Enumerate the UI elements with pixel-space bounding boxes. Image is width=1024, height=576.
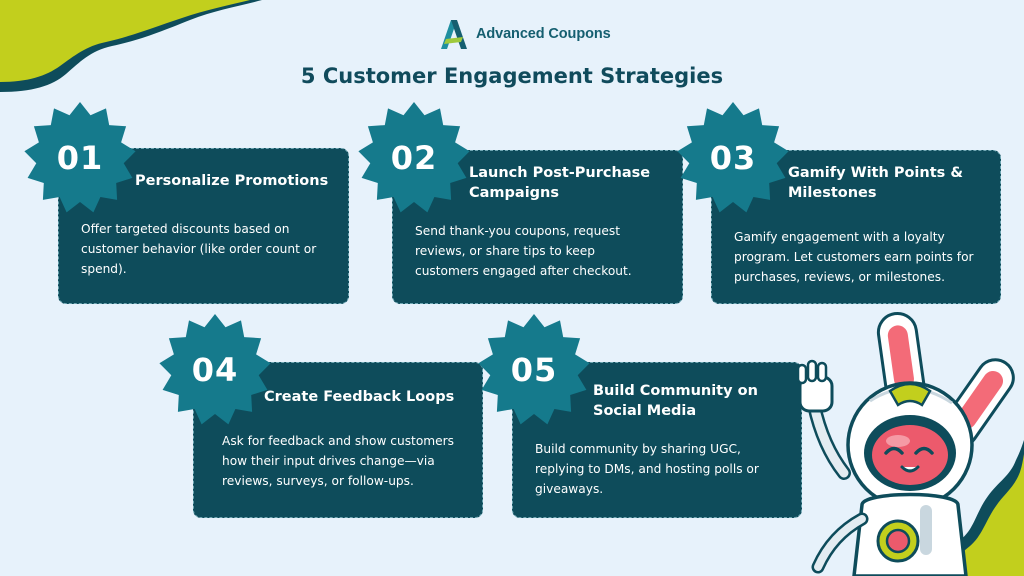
strategy-number: 03 — [709, 139, 757, 177]
strategy-badge-2: 02 — [356, 100, 472, 216]
strategy-card-3: Gamify With Points & Milestones Gamify e… — [711, 150, 1001, 304]
strategy-badge-1: 01 — [22, 100, 138, 216]
bottom-right-blob — [930, 440, 1024, 576]
strategy-card-1: Personalize Promotions Offer targeted di… — [58, 148, 349, 304]
strategy-number: 05 — [510, 351, 558, 389]
page-title: 5 Customer Engagement Strategies — [300, 64, 724, 88]
strategy-title: Launch Post-Purchase Campaigns — [469, 165, 651, 201]
logo-icon — [441, 20, 467, 49]
strategy-badge-3: 03 — [675, 100, 791, 216]
strategy-badge-4: 04 — [157, 312, 273, 428]
strategy-description: Build community by sharing UGC, replying… — [535, 442, 759, 496]
brand-logo: Advanced Coupons — [436, 17, 611, 51]
strategy-title: Gamify With Points & Milestones — [788, 165, 963, 201]
strategy-number: 02 — [390, 139, 438, 177]
strategy-description: Offer targeted discounts based on custom… — [81, 222, 317, 276]
starburst-badge-icon — [478, 314, 590, 425]
strategy-description: Ask for feedback and show customers how … — [222, 434, 455, 488]
starburst-badge-icon — [677, 102, 789, 213]
strategy-title: Create Feedback Loops — [264, 389, 455, 405]
robot-bunny-mascot-icon — [796, 311, 1015, 576]
starburst-badge-icon — [159, 314, 271, 425]
starburst-badge-icon — [24, 102, 136, 213]
top-left-blob — [0, 0, 262, 92]
strategy-description: Send thank-you coupons, request reviews,… — [415, 224, 632, 278]
strategy-description: Gamify engagement with a loyalty program… — [734, 230, 974, 284]
starburst-badge-icon — [358, 102, 470, 213]
strategy-number: 04 — [191, 351, 239, 389]
brand-name: Advanced Coupons — [476, 26, 611, 42]
strategy-title: Personalize Promotions — [135, 173, 329, 189]
strategy-badge-5: 05 — [476, 312, 592, 428]
strategy-number: 01 — [56, 139, 104, 177]
strategy-title: Build Community on Social Media — [593, 383, 758, 419]
